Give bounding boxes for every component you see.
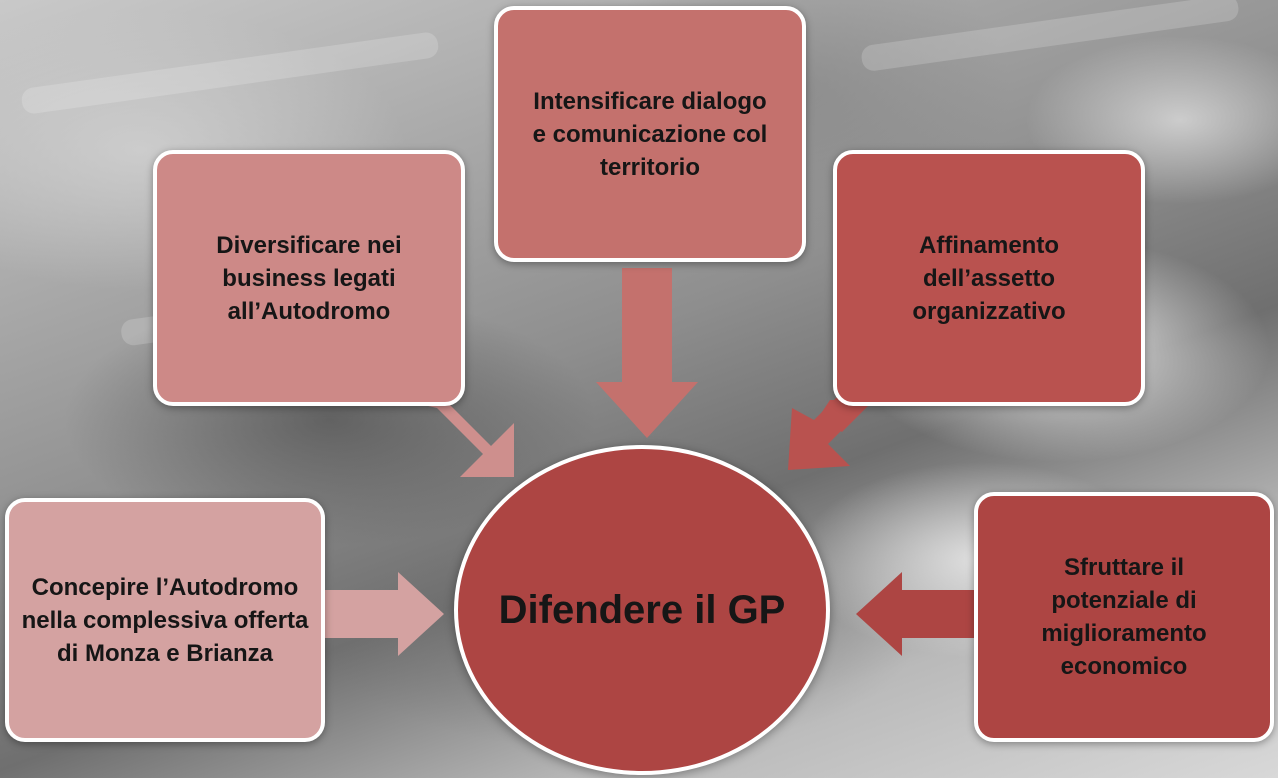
node-top: Intensificare dialogo e comunicazione co… bbox=[494, 6, 806, 262]
node-lower-right: Sfruttare il potenziale di miglioramento… bbox=[974, 492, 1274, 742]
center-node-label: Difendere il GP bbox=[498, 588, 786, 632]
arrow-from-lower-right bbox=[856, 572, 978, 656]
center-node: Difendere il GP bbox=[454, 445, 830, 775]
node-lower-left-label: Concepire l’Autodromo nella complessiva … bbox=[21, 573, 309, 667]
node-lower-right-label: Sfruttare il potenziale di miglioramento… bbox=[1041, 554, 1207, 680]
arrow-from-upper-right-shaft bbox=[788, 398, 874, 470]
node-upper-right-label: Affinamento dell’assetto organizzativo bbox=[912, 231, 1066, 325]
node-upper-left-label: Diversificare nei business legati all’Au… bbox=[216, 231, 402, 325]
node-lower-left: Concepire l’Autodromo nella complessiva … bbox=[5, 498, 325, 742]
node-top-label: Intensificare dialogo e comunicazione co… bbox=[532, 87, 768, 181]
node-upper-right: Affinamento dell’assetto organizzativo bbox=[833, 150, 1145, 406]
arrow-from-lower-left bbox=[320, 572, 444, 656]
arrow-from-top bbox=[596, 268, 698, 438]
arrow-from-upper-left bbox=[402, 400, 514, 477]
node-upper-left: Diversificare nei business legati all’Au… bbox=[153, 150, 465, 406]
